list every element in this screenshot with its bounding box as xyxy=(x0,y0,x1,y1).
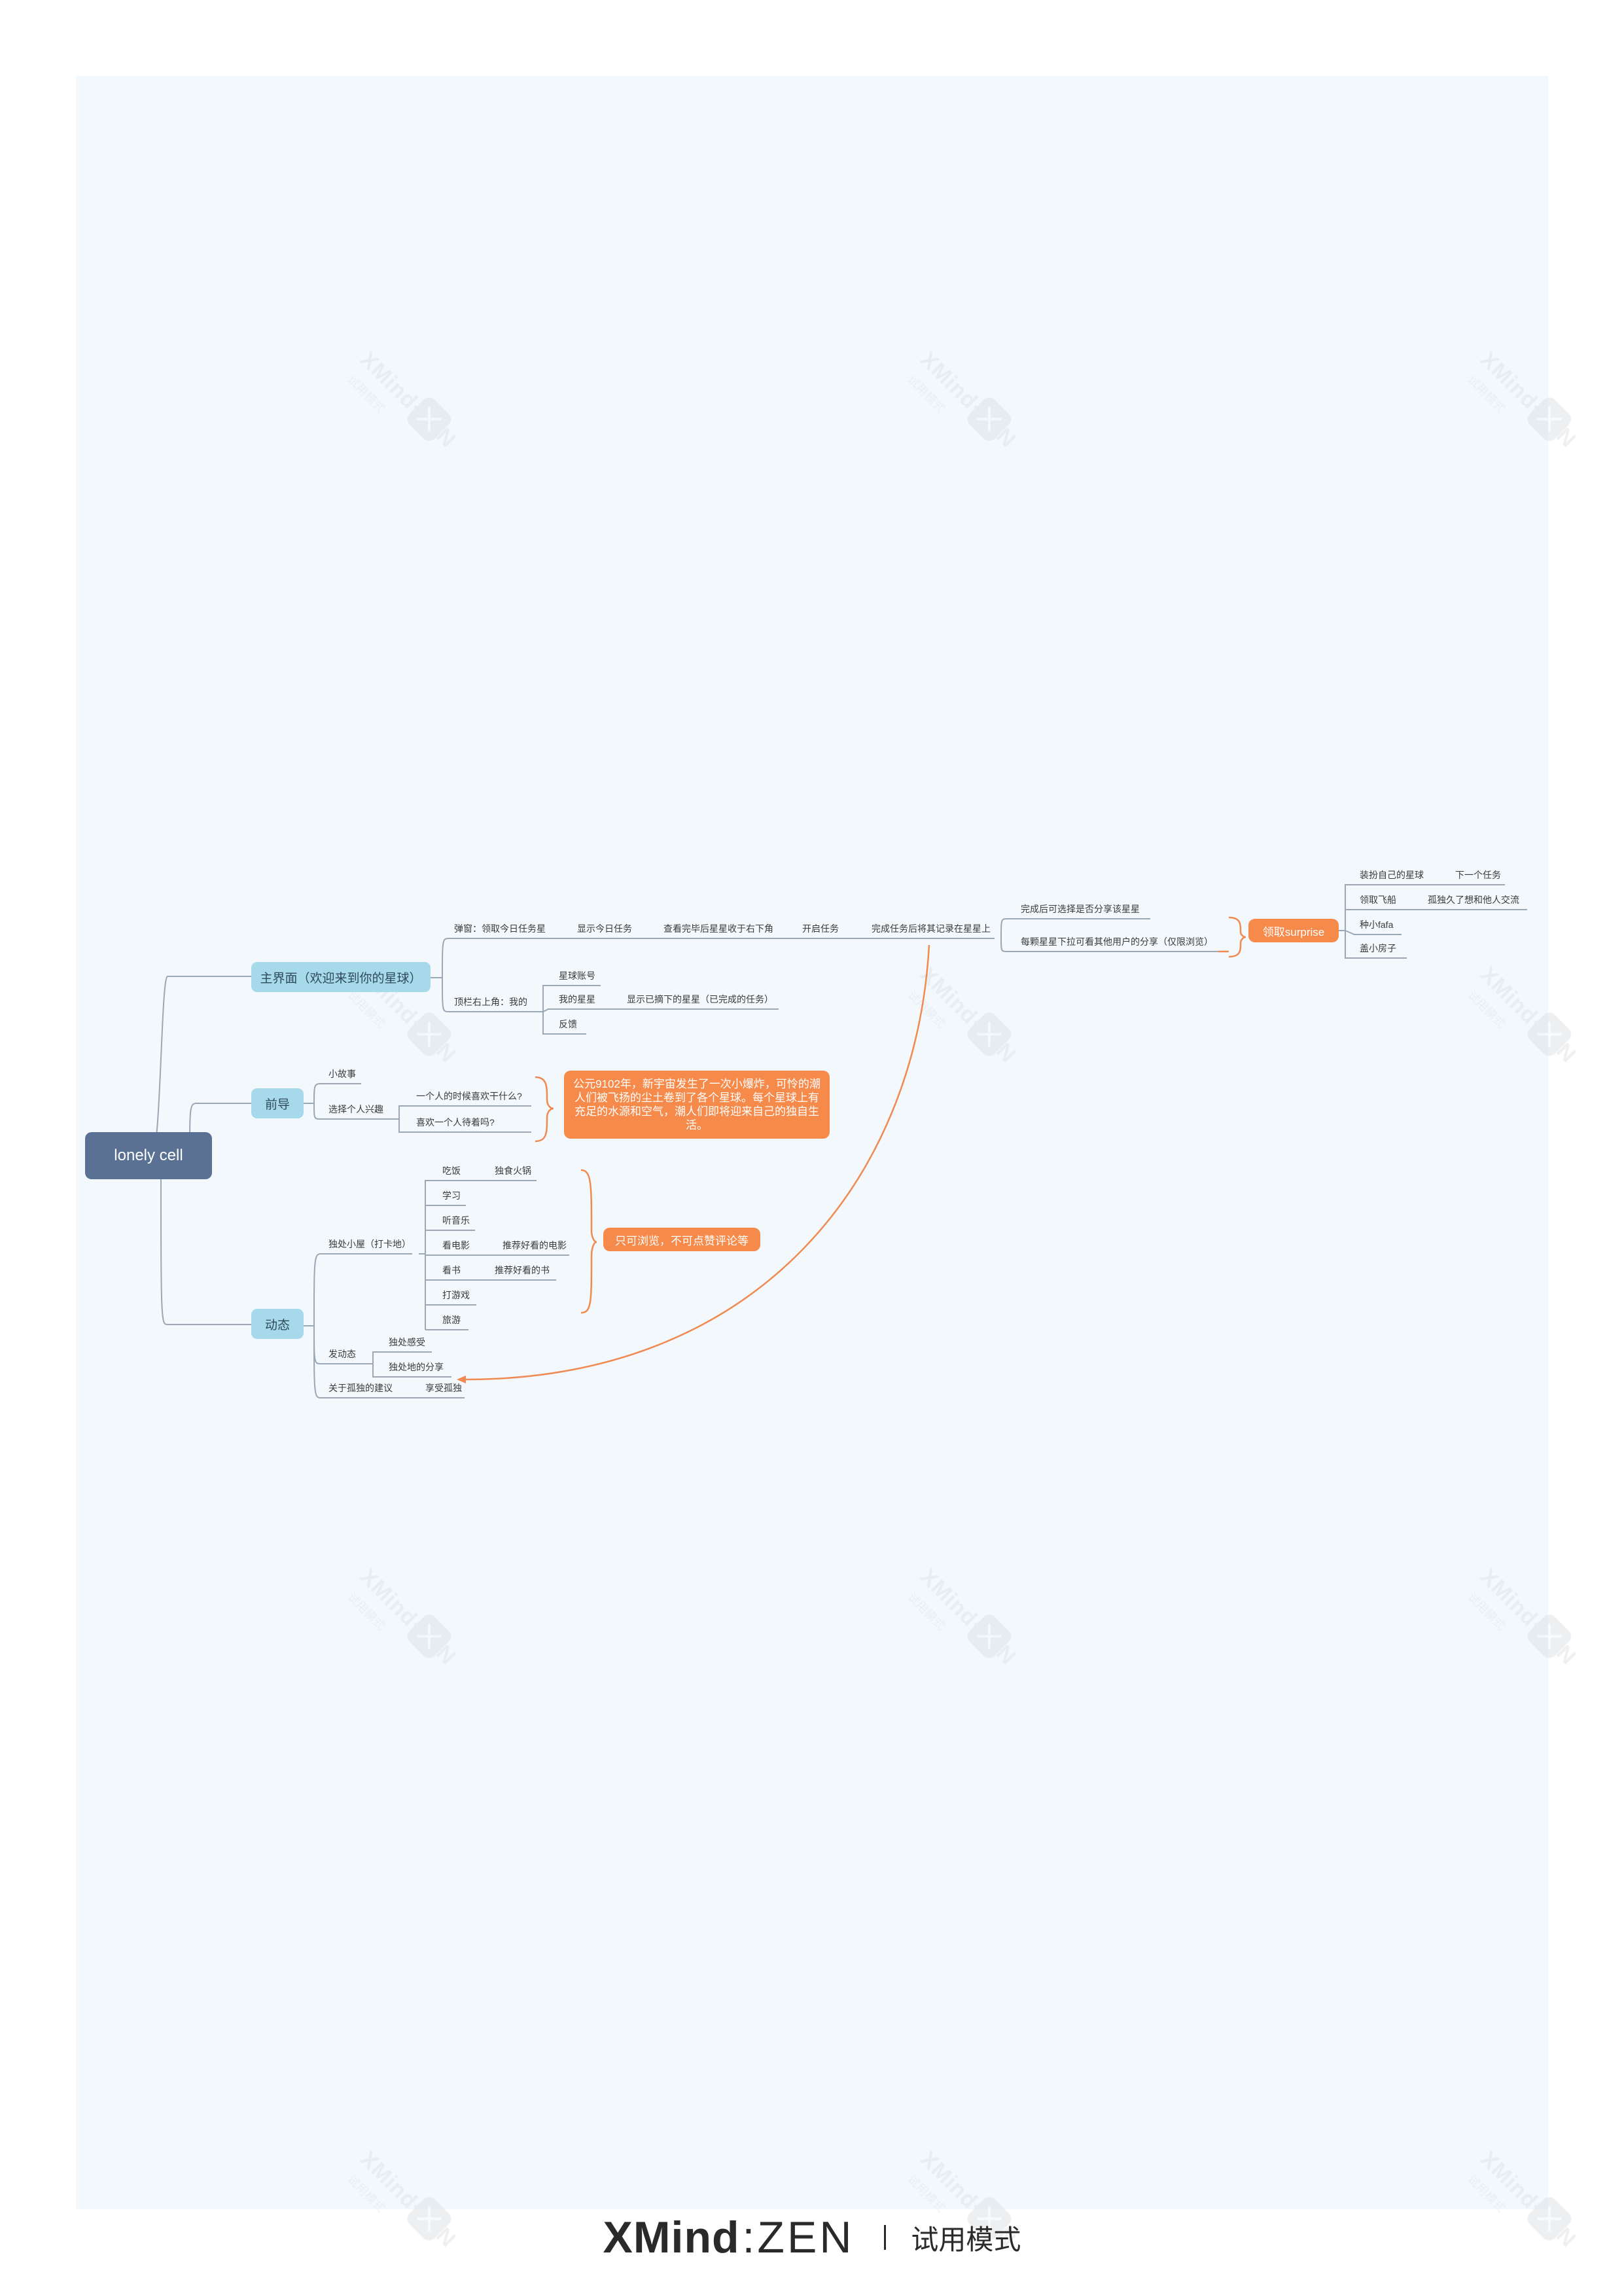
root-topic[interactable]: lonely cell xyxy=(85,1132,212,1179)
connector-surprise-children xyxy=(1339,884,1404,931)
connector-main-topbar xyxy=(442,977,538,1012)
callout-story[interactable]: 公元9102年，新宇宙发生了一次小爆炸，可怜的潮人们被飞扬的尘土卷到了各个星球。… xyxy=(564,1071,830,1139)
topic-movie[interactable]: 看电影 xyxy=(442,1240,470,1251)
connector-guide-q2 xyxy=(398,1119,531,1133)
topic-picked[interactable]: 显示已摘下的星星（已完成的任务） xyxy=(627,994,773,1005)
footer-colon: : xyxy=(742,2213,755,2262)
topic-feeling[interactable]: 独处感受 xyxy=(389,1337,425,1347)
topic-travel[interactable]: 旅游 xyxy=(442,1315,461,1325)
connector-root-feed xyxy=(160,1154,251,1325)
connector-record-split-b xyxy=(1000,938,1218,952)
connector-surprise-plant xyxy=(1345,930,1402,935)
footer-zen: ZEN xyxy=(757,2213,855,2262)
connector-post-items xyxy=(366,1351,432,1364)
topic-hotpot[interactable]: 独食火锅 xyxy=(495,1165,531,1176)
topic-post[interactable]: 发动态 xyxy=(328,1349,356,1359)
topic-account[interactable]: 星球账号 xyxy=(559,970,595,981)
footer: XMind : ZEN 试用模式 xyxy=(0,2213,1624,2262)
topic-eat[interactable]: 吃饭 xyxy=(442,1165,461,1176)
topic-start-task[interactable]: 开启任务 xyxy=(802,923,839,934)
topic-book[interactable]: 看书 xyxy=(442,1265,461,1275)
map-canvas xyxy=(76,76,1548,2209)
topic-plant[interactable]: 种小fafa xyxy=(1360,919,1394,930)
topic-enjoy[interactable]: 享受孤独 xyxy=(425,1383,462,1393)
connector-guide-choose xyxy=(313,1103,393,1120)
callout-surprise[interactable]: 领取surprise xyxy=(1248,919,1339,942)
topic-browse-others[interactable]: 每颗星星下拉可看其他用户的分享（仅限浏览） xyxy=(1021,936,1213,947)
topic-advice[interactable]: 关于孤独的建议 xyxy=(328,1383,393,1393)
topic-q1[interactable]: 一个人的时候喜欢干什么? xyxy=(416,1091,522,1101)
topic-talk[interactable]: 孤独久了想和他人交流 xyxy=(1428,895,1519,905)
topic-topbar[interactable]: 顶栏右上角：我的 xyxy=(454,997,527,1007)
topic-show-task[interactable]: 显示今日任务 xyxy=(577,923,632,934)
connector-feed-house xyxy=(313,1253,412,1326)
topic-book-rec[interactable]: 推荐好看的书 xyxy=(495,1265,550,1275)
topic-popup[interactable]: 弹窗：领取今日任务星 xyxy=(454,923,546,934)
topic-ship[interactable]: 领取飞船 xyxy=(1360,895,1396,905)
topic-game[interactable]: 打游戏 xyxy=(442,1290,470,1300)
connector-topbar xyxy=(538,985,601,1012)
connector-topbar-feedback xyxy=(542,1012,586,1035)
connector-post-share xyxy=(372,1364,451,1378)
topic-study[interactable]: 学习 xyxy=(442,1190,461,1201)
topic-movie-rec[interactable]: 推荐好看的电影 xyxy=(503,1240,567,1251)
footer-divider xyxy=(884,2225,887,2250)
footer-trial-mode: 试用模式 xyxy=(911,2224,1021,2255)
topic-view-collapse[interactable]: 查看完毕后星星收于右下角 xyxy=(663,923,773,934)
topic-decorate[interactable]: 装扮自己的星球 xyxy=(1360,870,1424,880)
footer-brand: XMind xyxy=(603,2213,740,2262)
connector-surprise-house xyxy=(1345,931,1407,959)
connector-guide-story xyxy=(313,1083,361,1104)
topic-house[interactable]: 盖小房子 xyxy=(1360,943,1396,953)
topic-q2[interactable]: 喜欢一个人待着吗? xyxy=(416,1117,495,1128)
topic-share-choice[interactable]: 完成后可选择是否分享该星星 xyxy=(1021,904,1140,914)
topic-share[interactable]: 独处地的分享 xyxy=(389,1362,444,1372)
topic-main-ui[interactable]: 主界面（欢迎来到你的星球） xyxy=(251,962,431,992)
connector-feed-advice xyxy=(313,1325,465,1398)
curve-share xyxy=(461,944,930,1381)
connector-root-main xyxy=(151,976,251,1156)
topic-choose[interactable]: 选择个人兴趣 xyxy=(328,1104,383,1114)
arrow-head xyxy=(457,1376,466,1383)
connector-record-split xyxy=(1000,918,1150,939)
bracket-guide xyxy=(535,1076,554,1143)
bracket-surprise xyxy=(1228,916,1246,958)
topic-guide[interactable]: 前导 xyxy=(251,1088,304,1118)
topic-next-task[interactable]: 下一个任务 xyxy=(1455,870,1501,880)
connector-main-popup xyxy=(442,938,995,978)
topic-record[interactable]: 完成任务后将其记录在星星上 xyxy=(872,923,991,934)
topic-feed-house[interactable]: 独处小屋（打卡地） xyxy=(328,1239,411,1249)
topic-story[interactable]: 小故事 xyxy=(328,1069,356,1079)
connector-guide-q xyxy=(393,1105,531,1120)
topic-feedback[interactable]: 反馈 xyxy=(559,1019,577,1029)
callout-browse-only[interactable]: 只可浏览，不可点赞评论等 xyxy=(603,1228,760,1251)
topic-music[interactable]: 听音乐 xyxy=(442,1215,470,1226)
topic-my-stars[interactable]: 我的星星 xyxy=(559,994,595,1005)
bracket-feed xyxy=(580,1169,597,1314)
connector-topbar-stars xyxy=(542,1008,779,1012)
topic-feed[interactable]: 动态 xyxy=(251,1309,304,1339)
